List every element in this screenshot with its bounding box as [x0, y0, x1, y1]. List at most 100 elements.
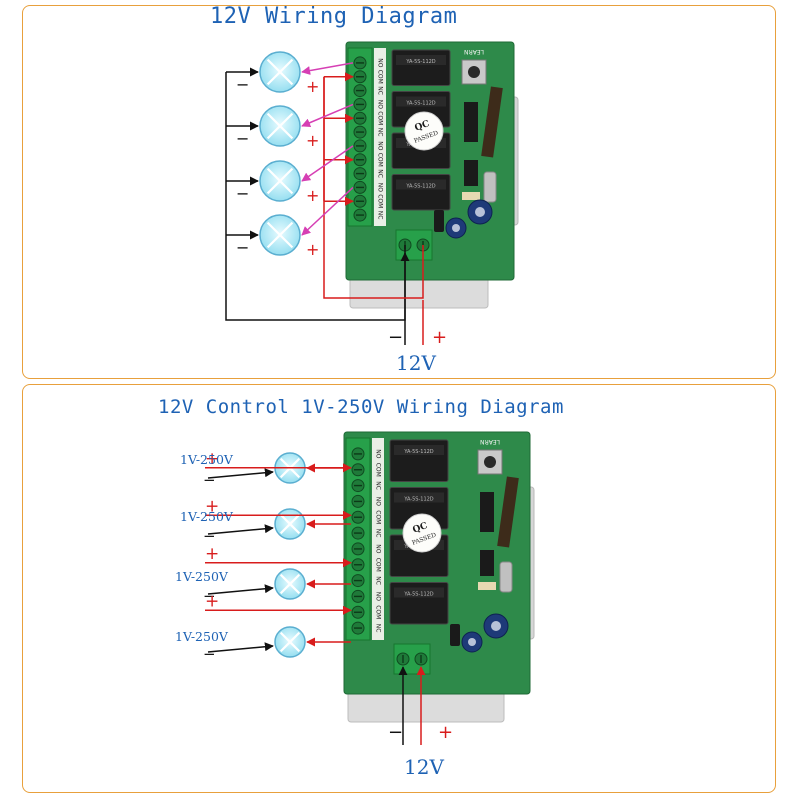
relay-top [394, 492, 444, 503]
relay-top [396, 179, 446, 190]
lamp-cross [266, 221, 294, 249]
terminal-label: NO [377, 100, 384, 109]
lamp-cross [279, 513, 301, 535]
lamp-cross [279, 631, 301, 653]
relay-top [396, 55, 446, 65]
regulator [450, 624, 460, 646]
terminal-label: NC [375, 624, 382, 633]
learn-button-cap [484, 456, 496, 468]
lamp-icon [274, 568, 306, 600]
relay-board: NOCOMNCNOCOMNCNOCOMNCNOCOMNCYA-5S-112DYA… [345, 41, 519, 309]
minus-sign: − [388, 327, 403, 348]
antenna-coil [497, 476, 519, 548]
terminal-label: NO [375, 449, 382, 458]
ic-chip [480, 492, 494, 532]
minus-sign: − [236, 238, 249, 257]
learn-button-label: LEARN [480, 438, 500, 445]
relay-label: YA-5S-112D [405, 101, 435, 107]
bottom-supply-voltage-label: 12V [404, 755, 444, 779]
terminal-label: COM [377, 70, 384, 84]
wire-no-to-lamp [301, 62, 354, 76]
terminal-label-strip [372, 438, 384, 640]
lamp-icon [259, 105, 301, 147]
bottom-diagram-title: 12V Control 1V-250V Wiring Diagram [158, 396, 564, 418]
plus-sign: + [306, 186, 319, 205]
terminal-label-strip [374, 48, 386, 226]
lamp-cross [266, 58, 294, 86]
lamp-cross [266, 112, 294, 140]
terminal-label: COM [377, 111, 384, 125]
minus-sign: − [236, 184, 249, 203]
resistor [478, 582, 496, 590]
terminal-label: NC [375, 529, 382, 538]
relay-label: YA-5S-112D [405, 184, 435, 190]
learn-button-label: LEARN [464, 48, 484, 55]
wire-load-negative [207, 642, 274, 653]
lamp-icon [274, 508, 306, 540]
capacitor-top [452, 224, 460, 232]
wire-load-negative [207, 584, 274, 595]
crystal [483, 171, 497, 203]
relay-top [394, 445, 444, 455]
relay-board: NOCOMNCNOCOMNCNOCOMNCNOCOMNCYA-5S-112DYA… [343, 431, 535, 723]
terminal-label: COM [375, 510, 382, 524]
terminal-label: NC [375, 576, 382, 585]
minus-sign: − [388, 722, 403, 743]
terminal-label: NO [377, 183, 384, 192]
load-range-label: 1V-250V [175, 569, 228, 584]
qc-passed-badge [404, 111, 444, 151]
terminal-label: NO [377, 141, 384, 150]
terminal-label: NC [377, 86, 384, 95]
wire-load-negative [207, 524, 274, 535]
plus-sign: + [306, 77, 319, 96]
relay-label: YA-5S-112D [405, 59, 435, 65]
terminal-label: COM [375, 558, 382, 572]
plus-sign: + [438, 722, 453, 743]
load-range-label: 1V-250V [175, 629, 228, 644]
wire-no-to-lamp [301, 145, 354, 182]
relay-top [394, 587, 444, 598]
wire-load-negative [207, 468, 274, 479]
lamp-cross [266, 167, 294, 195]
terminal-label: NC [375, 481, 382, 490]
lamp-icon [259, 51, 301, 93]
crystal [499, 561, 513, 593]
wire-no-to-lamp [301, 186, 354, 236]
minus-sign: − [203, 645, 216, 663]
regulator [434, 210, 444, 232]
wire-no-to-lamp [301, 103, 354, 127]
top-diagram-title: 12V Wiring Diagram [210, 4, 458, 29]
lamp-icon [259, 160, 301, 202]
terminal-label: NO [375, 497, 382, 506]
capacitor-top [475, 207, 485, 217]
minus-sign: − [236, 75, 249, 94]
terminal-label: COM [375, 605, 382, 619]
learn-button-cap [468, 66, 480, 78]
minus-sign: − [236, 129, 249, 148]
terminal-label: COM [377, 194, 384, 208]
lamp-icon [274, 626, 306, 658]
load-range-label: 1V-250V [180, 509, 233, 524]
terminal-label: NO [377, 58, 384, 67]
capacitor-top [468, 638, 476, 646]
resistor [462, 192, 480, 200]
plus-sign: + [306, 131, 319, 150]
top-supply-voltage-label: 12V [396, 351, 436, 375]
plus-sign: + [432, 327, 447, 348]
load-range-label: 1V-250V [180, 452, 233, 467]
antenna-coil [481, 86, 503, 158]
plus-sign: + [205, 591, 219, 611]
relay-label: YA-5S-112D [403, 449, 433, 455]
lamp-cross [279, 573, 301, 595]
terminal-label: NC [377, 169, 384, 178]
plus-sign: + [205, 496, 219, 516]
terminal-label: NO [375, 544, 382, 553]
minus-sign: − [203, 527, 216, 545]
plus-sign: + [306, 240, 319, 259]
lamp-icon [259, 214, 301, 256]
qc-badge-text: QC [414, 119, 432, 134]
minus-sign: − [203, 587, 216, 605]
minus-sign: − [203, 471, 216, 489]
ic-chip [464, 102, 478, 142]
terminal-label: NO [375, 592, 382, 601]
